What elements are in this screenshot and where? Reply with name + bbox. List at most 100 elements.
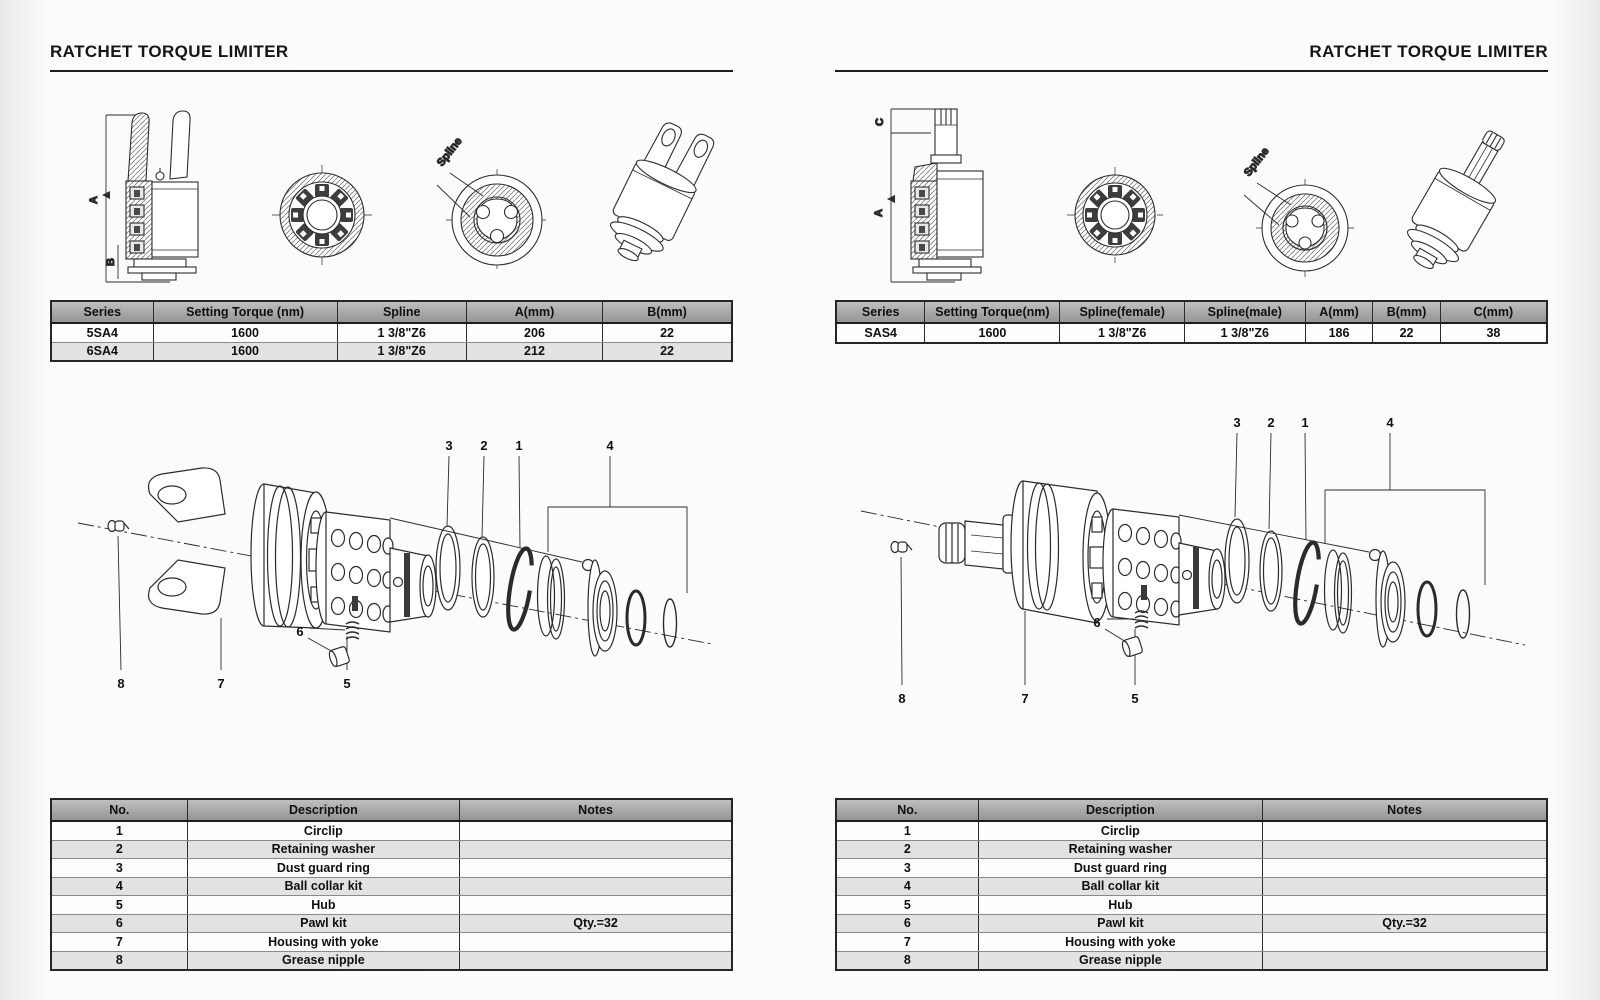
spline-shaft-3d-view (1407, 130, 1505, 270)
technical-drawings-left: A B (87, 110, 715, 283)
callout-7: 7 (217, 676, 224, 691)
page-title-right: RATCHET TORQUE LIMITER (1309, 42, 1548, 61)
spec-table-right: Series Setting Torque(nm) Spline(female)… (835, 300, 1548, 344)
cross-section-drawing: A B (87, 110, 199, 283)
callout-1: 1 (515, 438, 522, 453)
callout-6: 6 (296, 624, 303, 639)
spec-table-left: Series Setting Torque (nm) Spline A(mm) … (50, 300, 733, 362)
spec-header-row: Series Setting Torque (nm) Spline A(mm) … (50, 300, 733, 324)
yoke-3d-view (610, 122, 715, 262)
callout-4: 4 (606, 438, 614, 453)
callout-8: 8 (898, 691, 905, 706)
parts-header-row: No. Description Notes (835, 798, 1548, 822)
exploded-view-left: 3 2 1 4 6 8 7 5 (77, 438, 713, 691)
cross-section-drawing: C A (872, 108, 984, 283)
thin-washer-pair (1323, 549, 1353, 634)
hub-part (315, 511, 437, 633)
technical-drawings-right: C A (872, 108, 1505, 283)
spline-bore-view: Spline (434, 135, 548, 271)
parts-col-description: Description (186, 798, 461, 822)
parts-header-row: No. Description Notes (50, 798, 733, 822)
title-rule-right (835, 70, 1548, 72)
callout-3: 3 (445, 438, 452, 453)
thin-washer-pair (536, 555, 566, 640)
spec-col-c: C(mm) (1439, 300, 1548, 324)
pawl-kit-part (307, 596, 360, 667)
pawl-kit-part (1104, 585, 1149, 657)
dust-guard-ring-part (1224, 518, 1250, 604)
title-rule-left (50, 70, 733, 72)
spec-col-series: Series (835, 300, 926, 324)
housing-with-yoke-part (147, 467, 332, 629)
housing-with-spline-part (938, 480, 1112, 624)
ball-collar-part (587, 559, 678, 657)
callout-3: 3 (1233, 415, 1240, 430)
hub-part (1102, 508, 1226, 626)
parts-col-notes: Notes (459, 798, 733, 822)
spec-col-b: B(mm) (602, 300, 733, 324)
spec-col-spline-male: Spline(male) (1183, 300, 1306, 324)
spec-col-series: Series (50, 300, 154, 324)
retaining-washer-part (471, 536, 495, 618)
ratchet-front-view (272, 165, 372, 265)
callout-4: 4 (1386, 415, 1394, 430)
grease-nipple-part (890, 540, 913, 554)
grease-nipple-part (107, 519, 130, 533)
table-row: 5SA4 1600 1 3/8"Z6 206 22 (50, 322, 733, 343)
parts-col-notes: Notes (1262, 798, 1548, 822)
spec-table-right-wrap: Series Setting Torque(nm) Spline(female)… (835, 300, 1548, 344)
callout-7: 7 (1021, 691, 1028, 706)
ball-collar-part (1375, 550, 1471, 648)
callout-2: 2 (480, 438, 487, 453)
spec-col-b: B(mm) (1372, 300, 1441, 324)
spec-col-spline-female: Spline(female) (1059, 300, 1185, 324)
table-row: SAS4 1600 1 3/8"Z6 1 3/8"Z6 186 22 38 (835, 322, 1548, 343)
retaining-washer-part (1259, 530, 1283, 612)
spline-callout-label: Spline (435, 135, 465, 168)
pawl-ring (1085, 185, 1145, 245)
dimension-a-label: A (873, 209, 885, 217)
spec-col-a: A(mm) (1304, 300, 1374, 324)
dust-guard-ring-part (435, 525, 461, 611)
page-title-left: RATCHET TORQUE LIMITER (50, 42, 289, 61)
parts-col-no: No. (50, 798, 188, 822)
callout-2: 2 (1267, 415, 1274, 430)
spec-col-a: A(mm) (465, 300, 604, 324)
circlip-part (506, 546, 534, 632)
spec-header-row: Series Setting Torque(nm) Spline(female)… (835, 300, 1548, 324)
table-row: 6SA4 1600 1 3/8"Z6 212 22 (50, 341, 733, 362)
callout-5: 5 (1131, 691, 1138, 706)
callout-5: 5 (343, 676, 350, 691)
exploded-view-right: 3 2 1 4 6 8 7 5 (860, 415, 1526, 706)
spline-bore-view: Spline (1241, 145, 1354, 277)
spec-col-torque: Setting Torque(nm) (924, 300, 1061, 324)
callout-8: 8 (117, 676, 124, 691)
ratchet-front-view (1067, 167, 1163, 263)
spec-col-torque: Setting Torque (nm) (152, 300, 338, 324)
spline-callout-label: Spline (1242, 145, 1272, 178)
dimension-b-label: B (105, 258, 117, 266)
callout-6: 6 (1093, 615, 1100, 630)
spec-table-left-wrap: Series Setting Torque (nm) Spline A(mm) … (50, 300, 733, 362)
parts-col-no: No. (835, 798, 979, 822)
dimension-c-label: C (874, 118, 886, 126)
